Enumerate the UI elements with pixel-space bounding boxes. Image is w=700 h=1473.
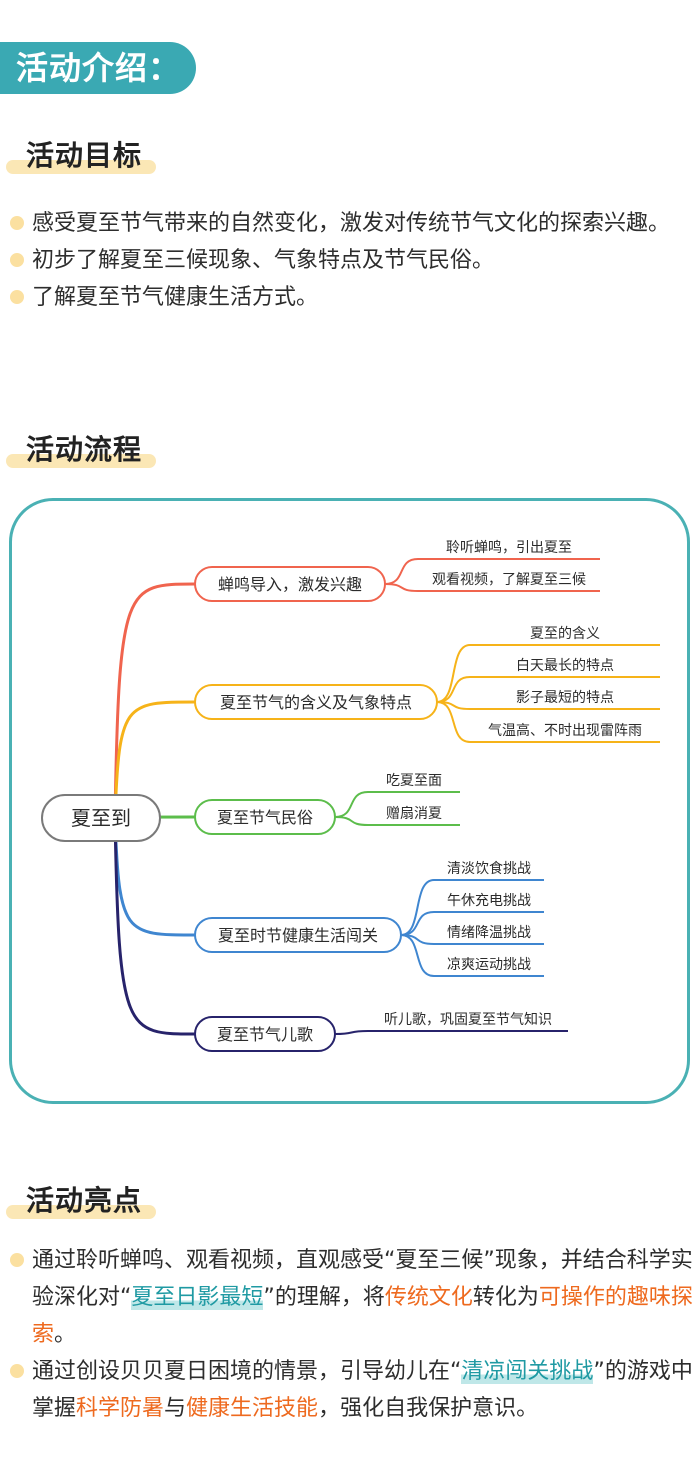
leaf-label: 观看视频，了解夏至三候 bbox=[432, 572, 586, 588]
branch-label: 夏至时节健康生活闯关 bbox=[218, 926, 378, 945]
leaf-connector bbox=[384, 583, 600, 592]
root-label: 夏至到 bbox=[71, 806, 131, 830]
highlight-orange: 传统文化 bbox=[384, 1285, 473, 1310]
highlights-list: 通过聆听蝉鸣、观看视频，直观感受“夏至三候”现象，并结合科学实验深化对“夏至日影… bbox=[10, 1242, 698, 1427]
leaf-label: 凉爽运动挑战 bbox=[447, 957, 531, 973]
root-connector bbox=[113, 582, 197, 820]
list-item: 感受夏至节气带来的自然变化，激发对传统节气文化的探索兴趣。 bbox=[10, 205, 694, 242]
leaf-connector bbox=[436, 644, 660, 703]
leaf-connector bbox=[436, 701, 660, 743]
highlights-title: 活动亮点 bbox=[5, 1184, 157, 1219]
leaf-label: 午休充电挑战 bbox=[447, 893, 531, 909]
leaf-connector bbox=[384, 558, 600, 585]
branch-label: 夏至节气的含义及气象特点 bbox=[220, 693, 412, 712]
bullet-dot-icon bbox=[10, 1253, 24, 1267]
goals-list: 感受夏至节气带来的自然变化，激发对传统节气文化的探索兴趣。 初步了解夏至三候现象… bbox=[10, 205, 694, 316]
leaf-label: 听儿歌，巩固夏至节气知识 bbox=[384, 1011, 552, 1028]
goals-title: 活动目标 bbox=[5, 139, 157, 174]
branch-label: 夏至节气儿歌 bbox=[217, 1025, 313, 1044]
root-connector bbox=[113, 700, 197, 820]
leaf-connector bbox=[334, 791, 460, 818]
leaf-label: 聆听蝉鸣，引出夏至 bbox=[446, 539, 572, 556]
intro-badge: 活动介绍： bbox=[0, 42, 196, 94]
root-connector bbox=[113, 816, 197, 1036]
list-item: 初步了解夏至三候现象、气象特点及节气民俗。 bbox=[10, 242, 694, 279]
leaf-label: 赠扇消夏 bbox=[386, 806, 442, 822]
highlight-teal: 夏至日影最短 bbox=[131, 1285, 264, 1310]
highlight-orange: 健康生活技能 bbox=[186, 1396, 319, 1421]
highlight-orange: 科学防暑 bbox=[76, 1396, 165, 1421]
leaf-label: 白天最长的特点 bbox=[516, 658, 614, 674]
leaf-label: 吃夏至面 bbox=[386, 773, 442, 789]
leaf-label: 气温高、不时出现雷阵雨 bbox=[488, 722, 642, 739]
list-item: 通过创设贝贝夏日困境的情景，引导幼儿在“清凉闯关挑战”的游戏中掌握科学防暑与健康… bbox=[10, 1353, 698, 1427]
bullet-dot-icon bbox=[10, 1364, 24, 1378]
bullet-dot-icon bbox=[10, 290, 24, 304]
root-node bbox=[41, 794, 161, 842]
process-title: 活动流程 bbox=[5, 433, 157, 468]
highlight-teal: 清凉闯关挑战 bbox=[461, 1359, 594, 1384]
highlight-orange: 可操作的趣味探索 bbox=[32, 1285, 693, 1347]
leaf-label: 影子最短的特点 bbox=[516, 690, 614, 706]
list-item: 通过聆听蝉鸣、观看视频，直观感受“夏至三候”现象，并结合科学实验深化对“夏至日影… bbox=[10, 1242, 698, 1353]
bullet-dot-icon bbox=[10, 253, 24, 267]
leaf-connector bbox=[334, 1030, 568, 1035]
leaf-connector bbox=[400, 879, 544, 936]
branch-label: 蝉鸣导入，激发兴趣 bbox=[218, 575, 362, 594]
leaf-connector bbox=[400, 911, 544, 936]
leaf-label: 夏至的含义 bbox=[530, 626, 600, 642]
leaf-connector bbox=[400, 934, 544, 977]
leaf-label: 清淡饮食挑战 bbox=[447, 860, 531, 877]
branch-label: 夏至节气民俗 bbox=[217, 808, 313, 827]
bullet-dot-icon bbox=[10, 216, 24, 230]
list-item: 了解夏至节气健康生活方式。 bbox=[10, 279, 694, 316]
leaf-connector bbox=[436, 676, 660, 703]
leaf-label: 情绪降温挑战 bbox=[447, 925, 531, 941]
leaf-connector bbox=[334, 816, 460, 826]
